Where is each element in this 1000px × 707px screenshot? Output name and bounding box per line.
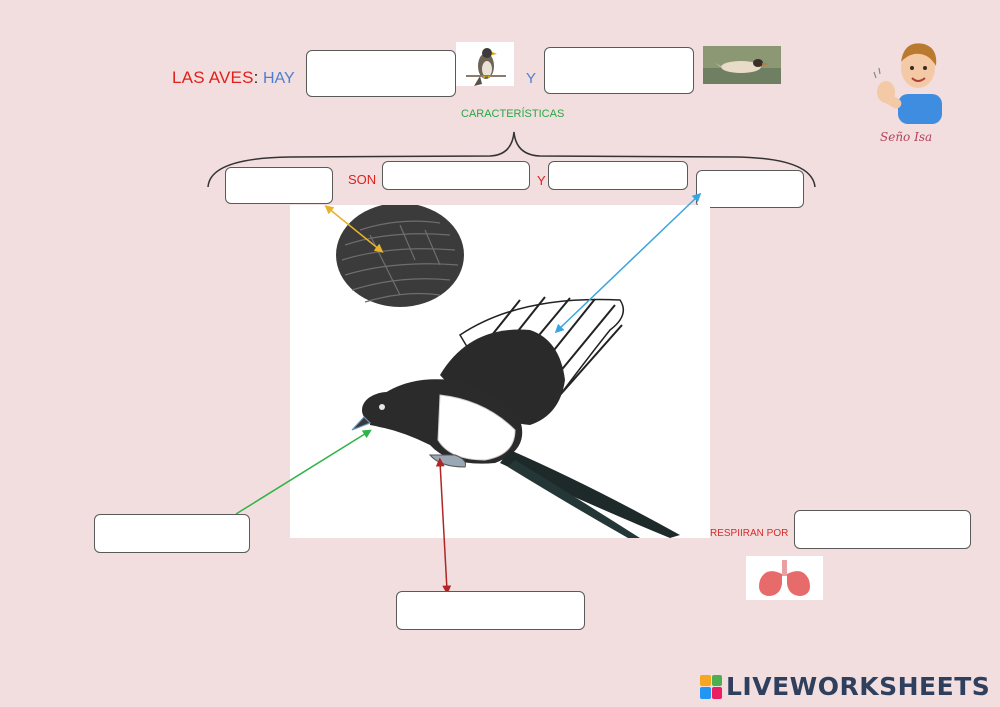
son-label: SON [348,172,377,187]
title-colon: : [253,68,259,87]
swimming-bird-image [703,46,781,84]
answer-box-bird-type-2[interactable] [544,47,694,94]
feathers-closeup-image [336,205,464,307]
page-title: LAS AVES: [172,68,259,88]
answer-box-beak[interactable] [94,514,250,553]
answer-box-legs[interactable] [396,591,585,630]
title-text: LAS AVES [172,68,254,87]
y-label: Y [526,70,537,87]
breathing-label: RESPIIRAN POR [710,528,789,539]
brand-name: LIVEWORKSHEETS [726,672,991,701]
y-label-2: Y [537,173,546,188]
answer-box-feathers[interactable] [225,167,333,204]
answer-box-son-2[interactable] [548,161,688,190]
liveworksheets-badge-icon [700,674,722,699]
liveworksheets-logo: LIVEWORKSHEETS [700,672,990,701]
author-signature: Seño Isa [880,130,933,144]
answer-box-wings[interactable] [696,170,804,208]
characteristics-label: CARACTERÍSTICAS [461,108,565,120]
falcon-image [456,42,514,86]
lungs-icon [746,556,823,600]
magpie-illustration [290,205,710,538]
boy-waving-avatar [868,34,952,126]
answer-box-son-1[interactable] [382,161,530,190]
hay-label: HAY [263,70,295,87]
answer-box-breathing[interactable] [794,510,971,549]
answer-box-bird-type-1[interactable] [306,50,456,97]
